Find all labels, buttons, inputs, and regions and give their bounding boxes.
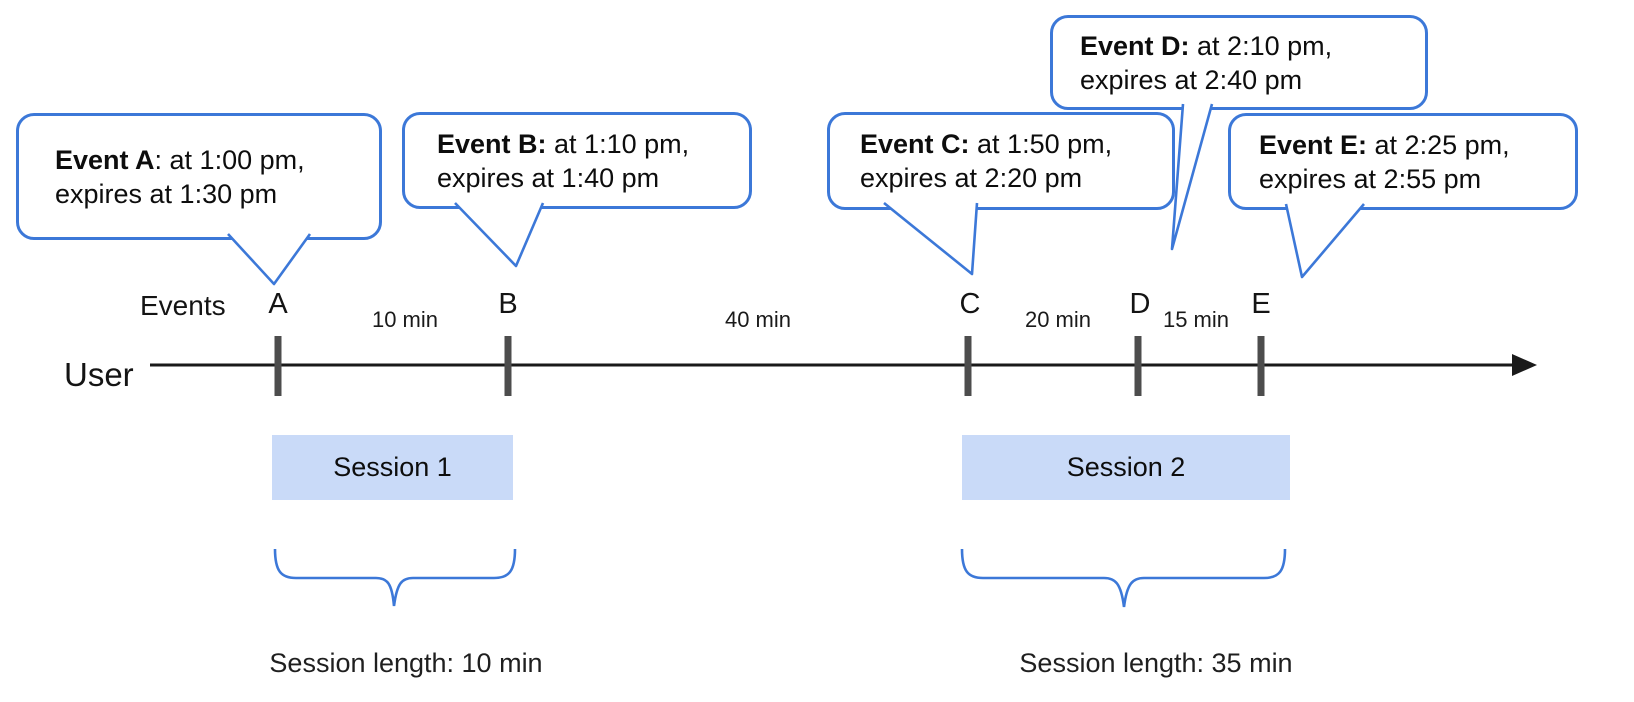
bubble-tail-d [1170,103,1214,251]
bubble-tail-e [1284,203,1365,279]
event-d-title: Event D: [1080,30,1190,61]
session-1-box: Session 1 [272,435,513,500]
bubble-tail-c [883,201,979,276]
timeline-arrowhead [1512,354,1537,376]
event-d-line1: Event D: at 2:10 pm, [1080,29,1425,63]
interval-label-b-c: 40 min [724,307,792,332]
event-b-line1: Event B: at 1:10 pm, [437,127,749,161]
interval-label-a-b: 10 min [371,307,439,332]
events-label: Events [140,290,226,321]
session-2-brace [960,548,1287,608]
marker-label-b: B [498,288,518,320]
session-1-label: Session 1 [333,452,452,482]
user-label: User [64,356,134,393]
event-e-line1: Event E: at 2:25 pm, [1259,128,1575,162]
event-d-line2: expires at 2:40 pm [1080,64,1303,95]
event-e-title: Event E: [1259,129,1368,160]
marker-label-a: A [268,288,288,320]
session-1-brace [273,548,517,607]
interval-label-c-d: 20 min [1024,307,1092,332]
event-bubble-c: Event C: at 1:50 pm, expires at 2:20 pm [827,112,1175,210]
event-b-title: Event B: [437,128,547,159]
event-b-line2: expires at 1:40 pm [437,162,660,193]
bubble-tail-a [227,233,312,286]
interval-label-d-e: 15 min [1162,307,1230,332]
marker-label-d: D [1129,288,1151,320]
event-bubble-b: Event B: at 1:10 pm, expires at 1:40 pm [402,112,752,209]
event-e-line2: expires at 2:55 pm [1259,163,1482,194]
session-2-box: Session 2 [962,435,1290,500]
event-a-line2: expires at 1:30 pm [55,178,278,209]
marker-label-c: C [959,288,981,320]
event-a-line1: Event A: at 1:00 pm, [55,143,379,177]
event-d-time: at 2:10 pm, [1189,30,1333,61]
event-c-line2: expires at 2:20 pm [860,163,1083,193]
event-bubble-e: Event E: at 2:25 pm, expires at 2:55 pm [1228,113,1578,210]
event-b-time: at 1:10 pm, [546,128,690,159]
session-2-length-label: Session length: 35 min [1019,648,1293,678]
event-c-title: Event C: [860,129,970,159]
event-e-time: at 2:25 pm, [1367,129,1510,160]
event-c-line1: Event C: at 1:50 pm, [860,127,1172,161]
event-c-time: at 1:50 pm, [969,129,1113,159]
event-bubble-a: Event A: at 1:00 pm, expires at 1:30 pm [16,113,382,240]
marker-label-e: E [1251,288,1271,320]
session-1-length-label: Session length: 10 min [269,648,543,678]
event-a-time: : at 1:00 pm, [154,144,305,175]
session-2-label: Session 2 [1066,452,1186,482]
bubble-tail-b [454,202,545,268]
event-bubble-d: Event D: at 2:10 pm, expires at 2:40 pm [1050,15,1428,110]
event-a-title: Event A [55,144,155,175]
